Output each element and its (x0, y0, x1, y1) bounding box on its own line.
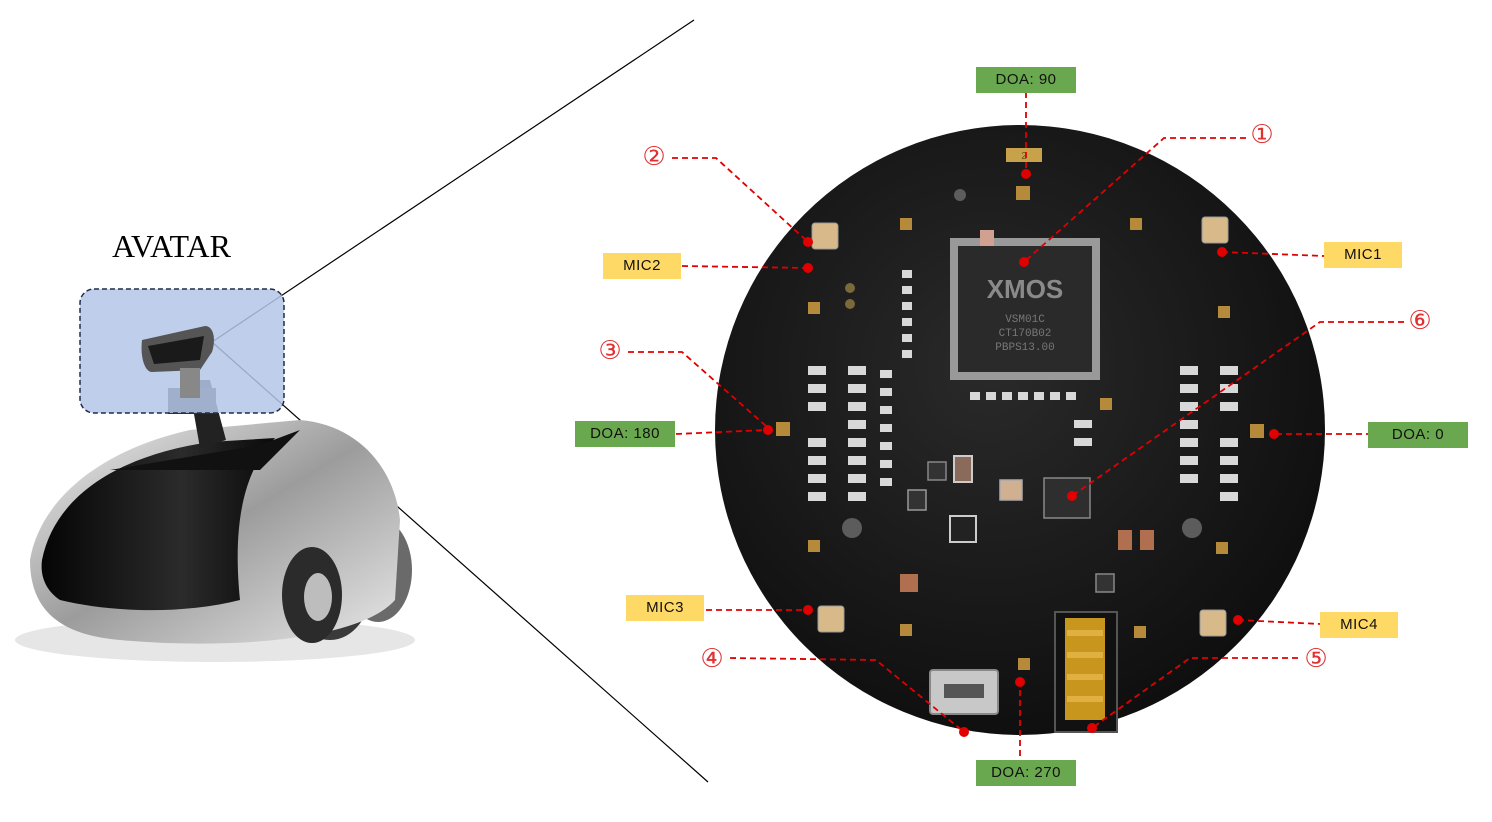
doa-0-label: DOA: 0 (1368, 422, 1468, 448)
mic4-label: MIC4 (1320, 612, 1398, 638)
callout-5: ⑤ (1298, 644, 1334, 674)
zoom-projection-lines (212, 20, 708, 782)
svg-text:CT170B02: CT170B02 (999, 328, 1052, 340)
doa-90-label: DOA: 90 (976, 67, 1076, 93)
callout-1: ① (1244, 120, 1280, 150)
pcb-board: XMOS VSM01C CT170B02 PBPS13.00 2 (715, 125, 1325, 735)
svg-text:PBPS13.00: PBPS13.00 (995, 342, 1054, 354)
doa-270-label: DOA: 270 (976, 760, 1076, 786)
robot-title: AVATAR (112, 228, 231, 265)
mic3-label: MIC3 (626, 595, 704, 621)
doa-180-label: DOA: 180 (575, 421, 675, 447)
mic1-label: MIC1 (1324, 242, 1402, 268)
svg-text:VSM01C: VSM01C (1005, 314, 1045, 326)
svg-text:XMOS: XMOS (987, 274, 1064, 304)
mic2-label: MIC2 (603, 253, 681, 279)
callout-3: ③ (592, 336, 628, 366)
callout-6: ⑥ (1402, 306, 1438, 336)
callout-2: ② (636, 142, 672, 172)
robot-illustration (15, 380, 415, 662)
callout-4: ④ (694, 644, 730, 674)
